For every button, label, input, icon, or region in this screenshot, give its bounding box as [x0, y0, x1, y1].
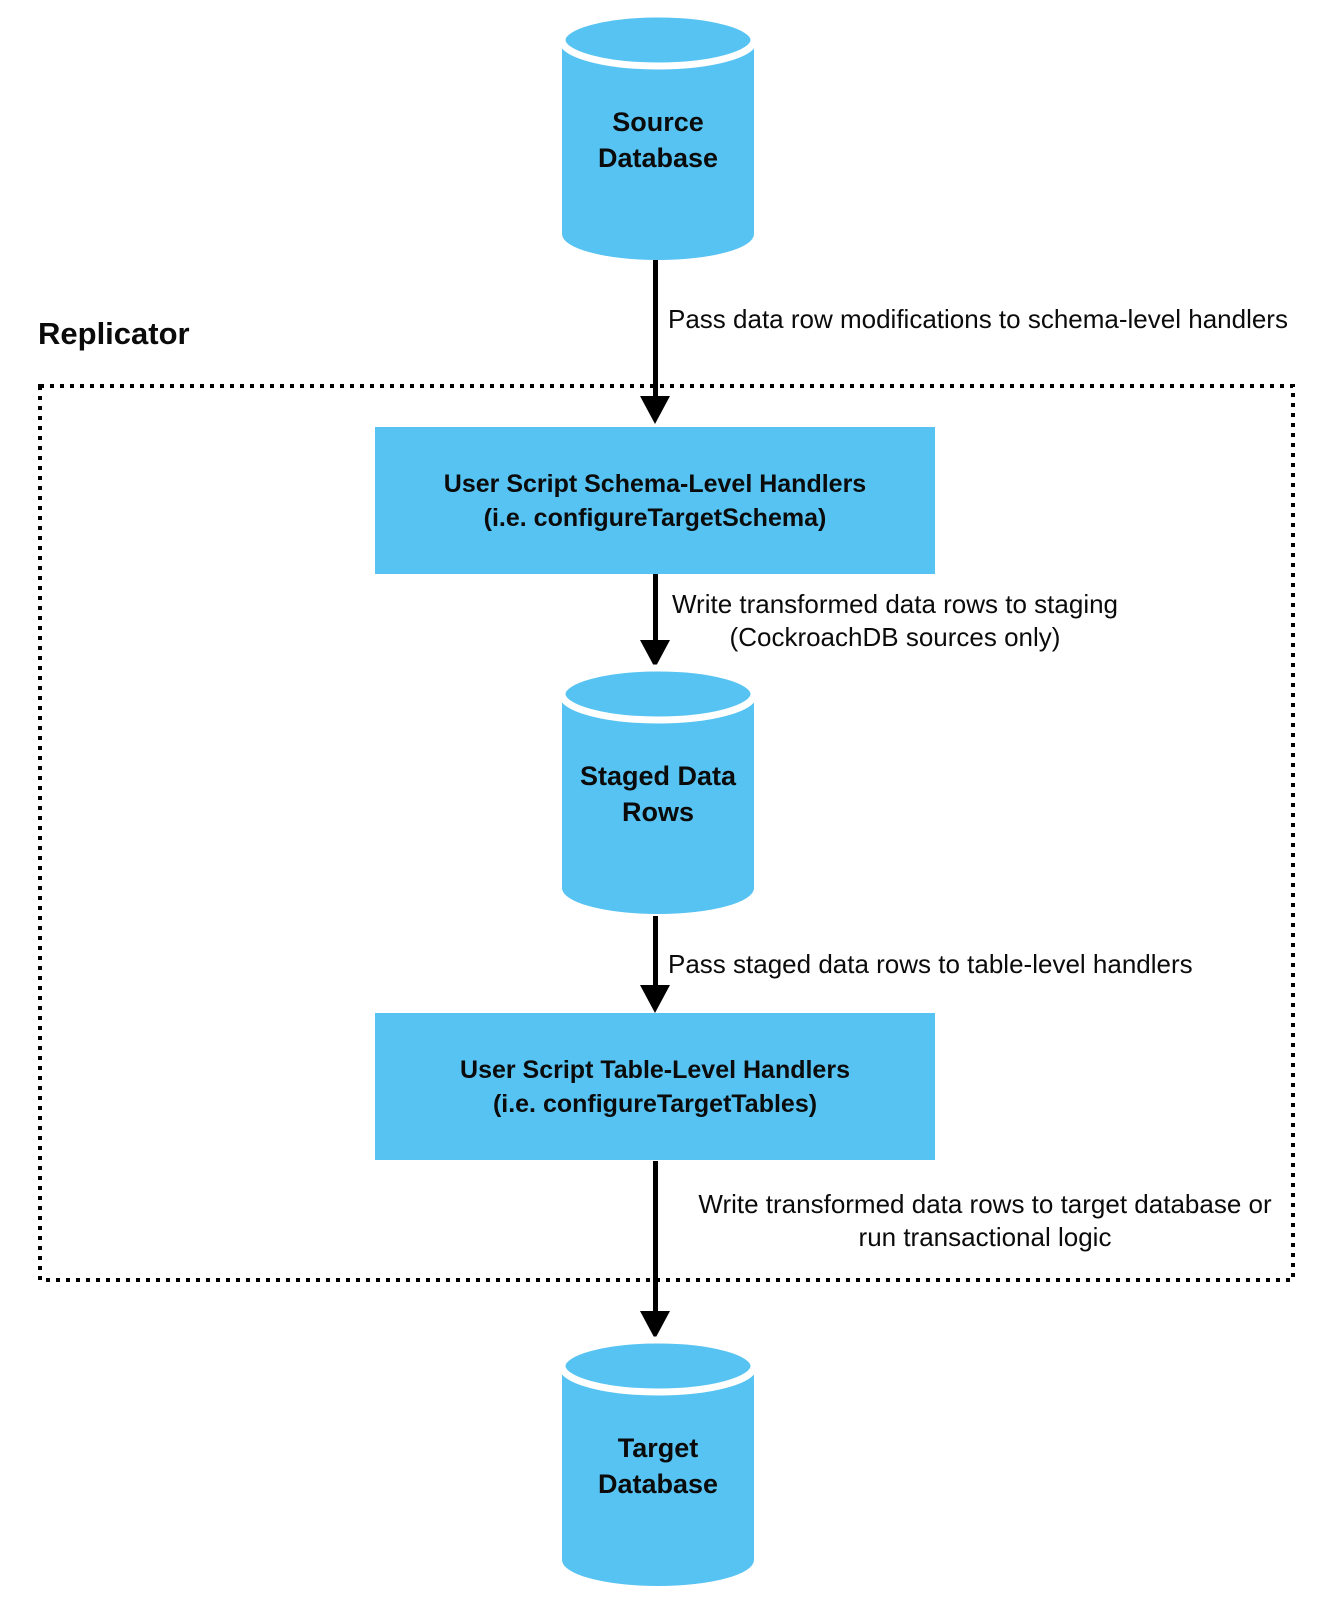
node-source-database: Source Database: [558, 10, 758, 260]
node-label-line1: Staged Data: [579, 761, 737, 791]
cylinder-body: [562, 1366, 754, 1586]
arrow-head: [640, 985, 670, 1013]
edge-label-staging-to-table: Pass staged data rows to table-level han…: [668, 949, 1193, 979]
arrow-head: [640, 1311, 670, 1339]
edge-label-line2: (CockroachDB sources only): [729, 622, 1061, 652]
edge-label-schema-to-staging: Write transformed data rows to staging (…: [660, 588, 1130, 654]
dashed-rect: [38, 384, 1295, 1282]
node-label-line2: Database: [597, 143, 719, 173]
cylinder-top: [558, 10, 758, 70]
node-staged-rows: Staged Data Rows: [558, 664, 758, 914]
node-label-line1: Source: [612, 107, 704, 137]
arrow-head: [640, 640, 670, 668]
node-label: Staged Data Rows: [562, 668, 754, 914]
node-label-line2: (i.e. configureTargetTables): [492, 1089, 818, 1118]
edge-label-line1: Write transformed data rows to staging: [671, 589, 1119, 619]
arrow-staging-to-table: [640, 916, 670, 1013]
node-label-line2: Database: [597, 1469, 719, 1499]
node-label-line1: Target: [617, 1433, 699, 1463]
arrow-shaft: [652, 1161, 658, 1311]
database-cylinder-icon: [558, 1336, 758, 1586]
cylinder-body: [562, 694, 754, 914]
cylinder-top: [558, 664, 758, 724]
node-label: Target Database: [562, 1340, 754, 1586]
node-label-line1: User Script Table-Level Handlers: [460, 1055, 850, 1084]
arrow-shaft: [652, 260, 658, 396]
arrow-head: [640, 396, 670, 424]
arrow-shaft: [652, 916, 658, 985]
arrow-source-to-schema: [640, 260, 670, 424]
edge-label-table-to-target: Write transformed data rows to target da…: [655, 1188, 1315, 1254]
cylinder-body: [562, 40, 754, 260]
arrow-shaft: [652, 574, 658, 640]
cylinder-top: [558, 1336, 758, 1396]
node-label: Source Database: [562, 14, 754, 260]
node-target-database: Target Database: [558, 1336, 758, 1586]
node-label-line1: User Script Schema-Level Handlers: [443, 469, 867, 498]
database-cylinder-icon: [558, 664, 758, 914]
arrow-table-to-target: [640, 1161, 670, 1339]
edge-label-source-to-schema: Pass data row modifications to schema-le…: [668, 304, 1288, 334]
database-cylinder-icon: [558, 10, 758, 260]
node-label-line2: Rows: [621, 797, 694, 827]
edge-label-line2: run transactional logic: [858, 1222, 1112, 1252]
replicator-group-title: Replicator: [38, 316, 190, 351]
edge-label-line1: Write transformed data rows to target da…: [698, 1189, 1272, 1219]
arrow-schema-to-staging: [640, 574, 670, 668]
node-schema-handlers: User Script Schema-Level Handlers (i.e. …: [375, 427, 935, 574]
replicator-group-border: [38, 384, 1295, 1282]
node-label-line2: (i.e. configureTargetSchema): [483, 503, 827, 532]
node-table-handlers: User Script Table-Level Handlers (i.e. c…: [375, 1013, 935, 1160]
